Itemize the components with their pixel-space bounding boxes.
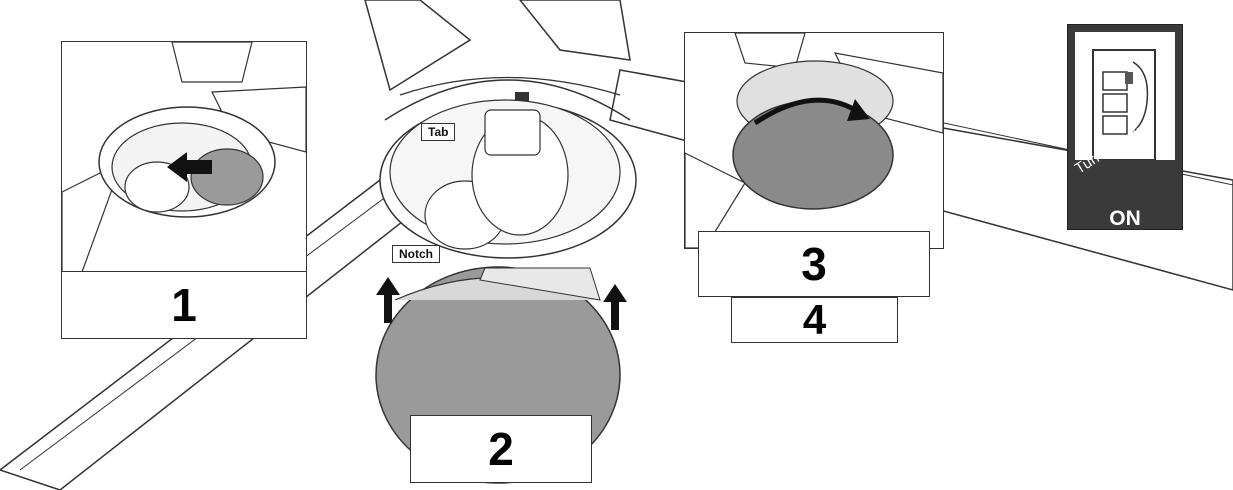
rotate-arrow-icon [753, 97, 870, 126]
turn-power-on-panel: Turn Power ON [1067, 24, 1183, 230]
step3-label: 3 [698, 231, 930, 297]
step2-label: 2 [410, 415, 592, 483]
power-on-text: ON [1109, 207, 1141, 230]
arrow-up-icon [376, 277, 400, 323]
step1-illustration-panel [61, 41, 307, 273]
step3-illustration-panel [684, 32, 944, 249]
step4-label: 4 [731, 296, 898, 343]
wall-switch-icon [1092, 49, 1156, 161]
wall-switch-background [1075, 32, 1175, 161]
notch-label: Notch [392, 245, 440, 263]
tab-label: Tab [421, 123, 456, 141]
arrow-left-icon [167, 152, 212, 182]
arrow-up-icon [603, 284, 627, 330]
step1-label: 1 [61, 271, 307, 339]
